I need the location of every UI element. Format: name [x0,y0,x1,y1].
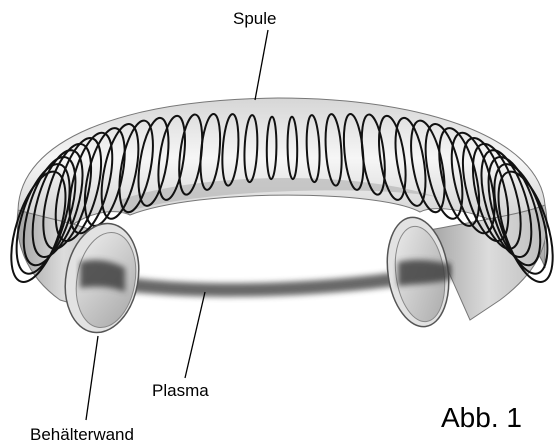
label-vessel-wall: Behälterwand [30,425,134,445]
leader-line-plasma [185,292,205,378]
label-plasma: Plasma [152,381,209,401]
figure-number: Abb. 1 [441,402,522,434]
leader-line-coil [255,30,268,100]
label-coil: Spule [233,9,276,29]
leader-line-wall [86,336,98,420]
